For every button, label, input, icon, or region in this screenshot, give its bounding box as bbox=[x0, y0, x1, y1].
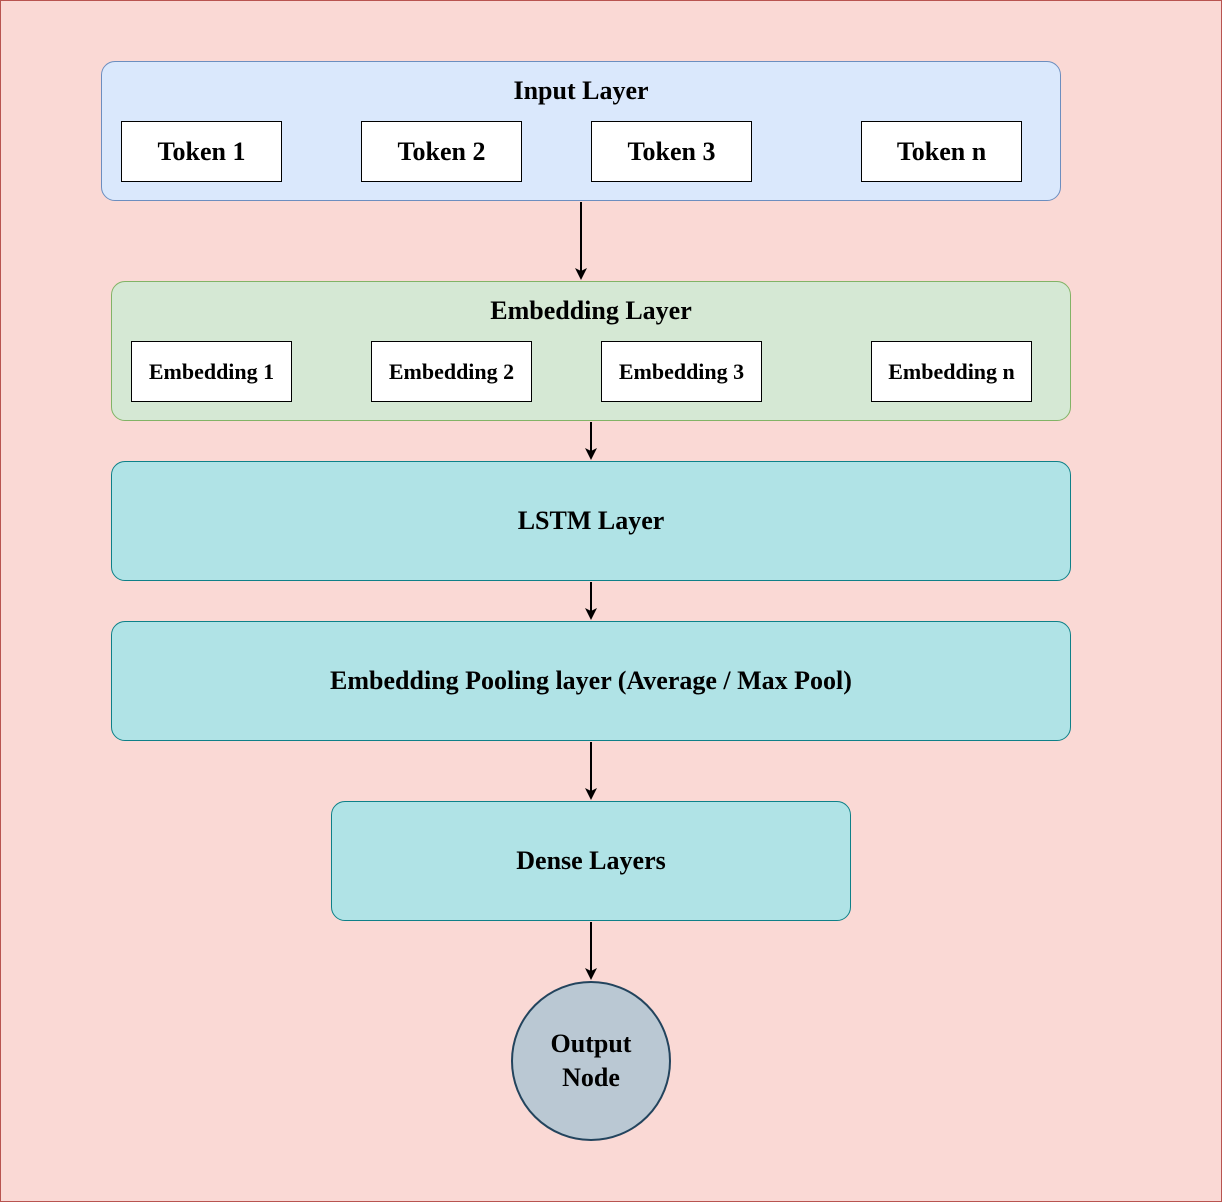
dense-layers: Dense Layers bbox=[331, 801, 851, 921]
lstm-layer: LSTM Layer bbox=[111, 461, 1071, 581]
token-1: Token 1 bbox=[121, 121, 282, 182]
pooling-layer: Embedding Pooling layer (Average / Max P… bbox=[111, 621, 1071, 741]
output-node-line2: Node bbox=[562, 1063, 620, 1092]
embedding-3: Embedding 3 bbox=[601, 341, 762, 402]
embedding-n: Embedding n bbox=[871, 341, 1032, 402]
output-node: Output Node bbox=[511, 981, 671, 1141]
input-layer-title: Input Layer bbox=[513, 76, 649, 105]
embedding-2: Embedding 2 bbox=[371, 341, 532, 402]
token-n: Token n bbox=[861, 121, 1022, 182]
token-3: Token 3 bbox=[591, 121, 752, 182]
embedding-layer-title: Embedding Layer bbox=[490, 296, 692, 325]
embedding-1: Embedding 1 bbox=[131, 341, 292, 402]
output-node-line1: Output bbox=[550, 1029, 632, 1058]
token-2: Token 2 bbox=[361, 121, 522, 182]
